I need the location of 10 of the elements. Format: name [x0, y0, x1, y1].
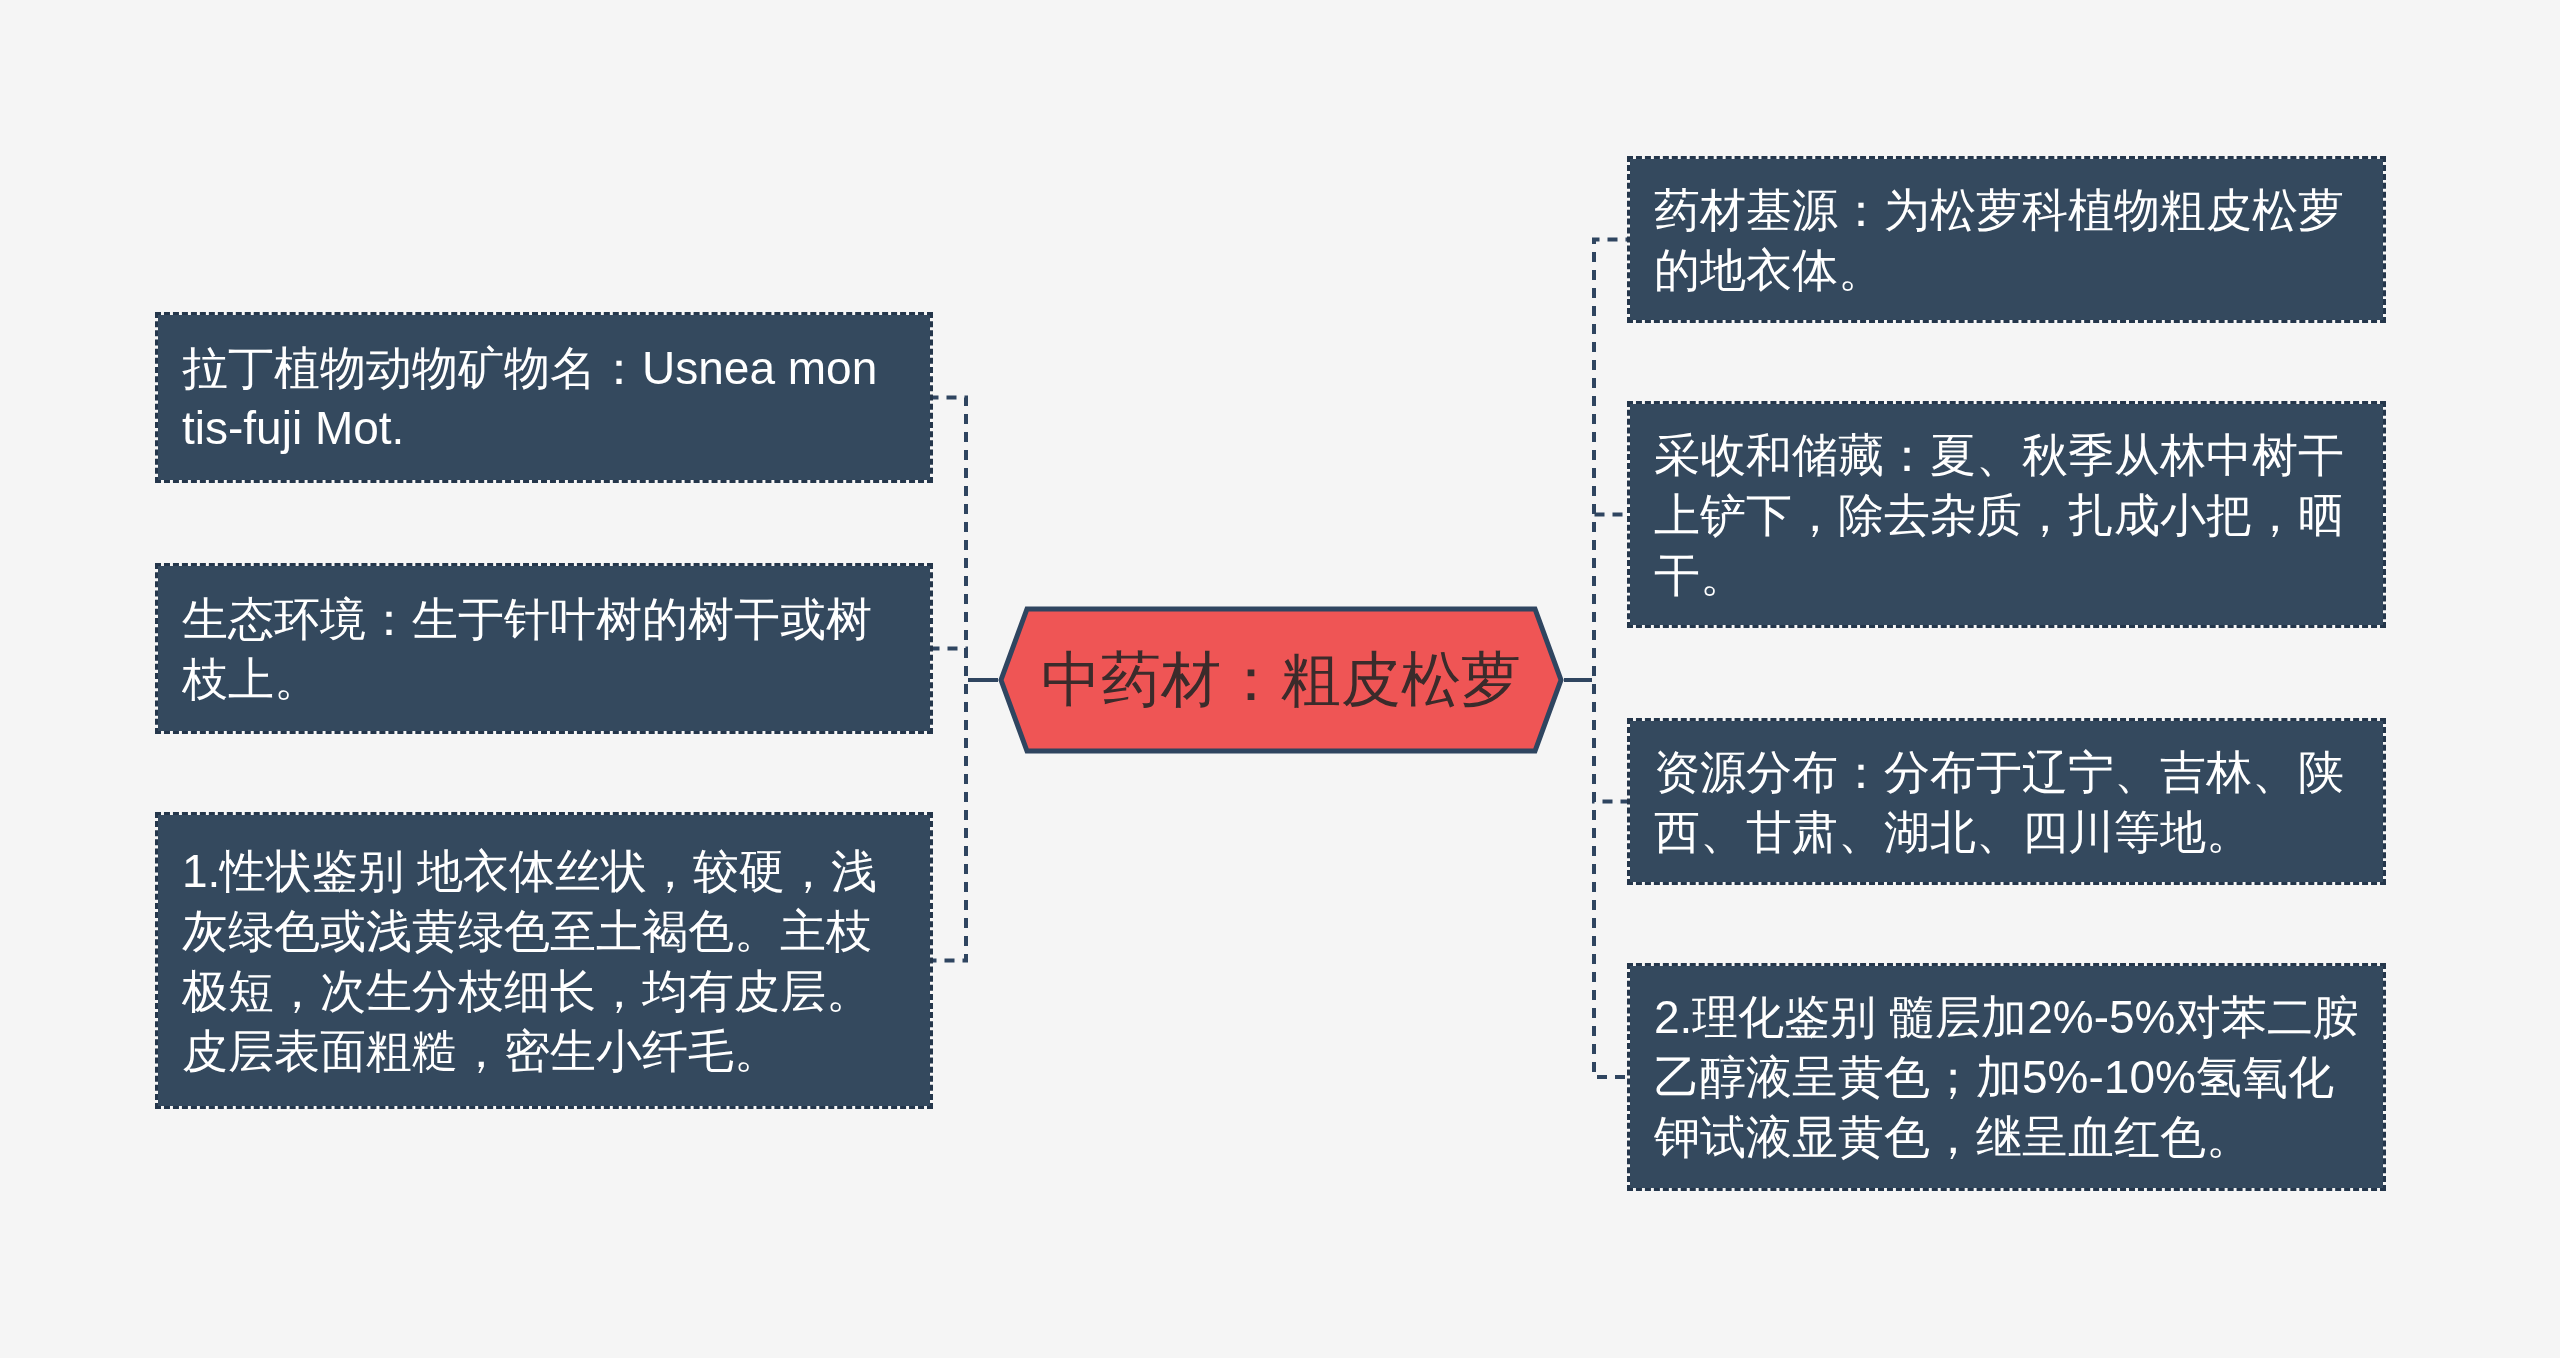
- info-box: 资源分布：分布于辽宁、吉林、陕西、甘肃、湖北、四川等地。: [1627, 718, 2386, 885]
- info-box: 1.性状鉴别 地衣体丝状，较硬，浅灰绿色或浅黄绿色至土褐色。主枝极短，次生分枝细长，均有皮层。皮层表面粗糙，密生小纤毛。: [155, 812, 933, 1109]
- info-box: 生态环境：生于针叶树的树干或树枝上。: [155, 563, 933, 734]
- info-box: 采收和储藏：夏、秋季从林中树干上铲下，除去杂质，扎成小把，晒干。: [1627, 401, 2386, 628]
- connector-line: [933, 678, 998, 963]
- topic-hexagon: 中药材：粗皮松萝: [998, 606, 1564, 754]
- info-box: 拉丁植物动物矿物名：Usnea montis-fuji Mot.: [155, 312, 933, 483]
- info-box: 2.理化鉴别 髓层加2%-5%对苯二胺乙醇液呈黄色；加5%-10%氢氧化钾试液显黄色，继呈血红色。: [1627, 963, 2386, 1191]
- info-box: 药材基源：为松萝科植物粗皮松萝的地衣体。: [1627, 156, 2386, 323]
- connector-line: [1564, 678, 1627, 1079]
